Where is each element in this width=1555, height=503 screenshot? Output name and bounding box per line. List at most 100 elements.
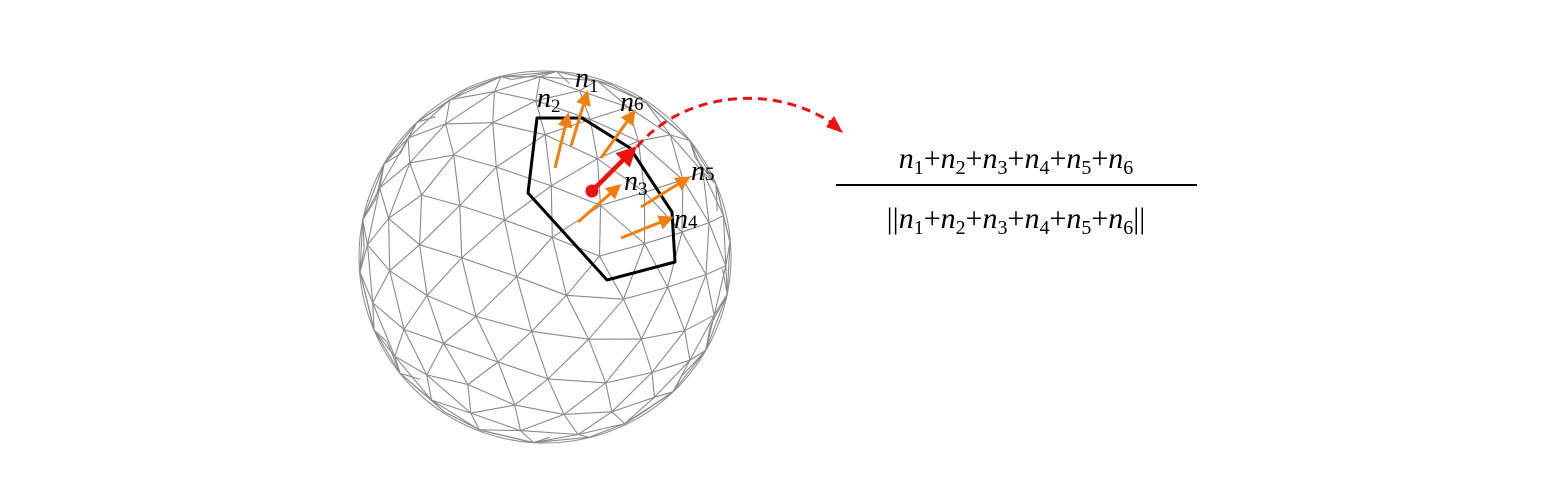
formula-denominator: ||n1​+n2​+n3​+n4​+n5​+n6​|| bbox=[887, 202, 1146, 239]
mesh-edge bbox=[563, 382, 607, 415]
mesh-edge bbox=[362, 163, 385, 221]
mesh-edge bbox=[419, 244, 462, 259]
mesh-edge bbox=[388, 162, 411, 219]
vertex-normal-arrow bbox=[590, 146, 637, 193]
mesh-edge bbox=[654, 359, 691, 398]
mesh-edge bbox=[605, 371, 653, 384]
normal-term: n bbox=[1066, 202, 1081, 235]
mesh-edge bbox=[394, 355, 428, 376]
mesh-edge bbox=[611, 372, 653, 413]
mesh-edge bbox=[494, 91, 536, 102]
mesh-edge bbox=[531, 294, 567, 332]
mesh-edge bbox=[373, 329, 388, 343]
plus-sign: + bbox=[924, 202, 941, 235]
mesh-edge bbox=[610, 83, 646, 103]
mesh-edge bbox=[409, 123, 447, 164]
mesh-edge bbox=[638, 134, 671, 142]
mesh-edge bbox=[533, 433, 579, 444]
mesh-edge bbox=[388, 218, 391, 271]
dashed-curve-arrowhead bbox=[826, 116, 843, 133]
mesh-edge bbox=[467, 383, 516, 406]
mesh-edge bbox=[497, 361, 516, 406]
mesh-edge bbox=[445, 122, 493, 125]
mesh-edge bbox=[459, 166, 497, 206]
mesh-edge bbox=[708, 222, 727, 266]
mesh-edge bbox=[389, 270, 405, 330]
mesh-edge bbox=[705, 293, 728, 351]
mesh-edge bbox=[640, 286, 669, 340]
normal-term: n bbox=[1108, 142, 1123, 175]
mesh-edge bbox=[419, 244, 428, 296]
mesh-edge bbox=[467, 361, 499, 385]
mesh-edge bbox=[641, 330, 685, 340]
mesh-edge bbox=[372, 302, 405, 330]
normal-subscript: 4 bbox=[1039, 217, 1049, 239]
mesh-edge bbox=[556, 70, 598, 82]
mesh-edge bbox=[689, 349, 707, 361]
face-normal-arrow-n2 bbox=[553, 112, 573, 169]
plus-sign: + bbox=[1091, 202, 1108, 235]
mesh-edge bbox=[544, 134, 598, 160]
mesh-edge bbox=[461, 257, 517, 278]
mesh-edge bbox=[394, 329, 405, 357]
mesh-edge bbox=[409, 162, 423, 196]
mesh-edge bbox=[514, 404, 522, 431]
mesh-edge bbox=[644, 101, 671, 136]
mesh-edge bbox=[403, 295, 428, 330]
mesh-edge bbox=[600, 205, 645, 245]
mesh-edge bbox=[605, 338, 642, 384]
mesh-edge bbox=[588, 423, 625, 438]
mesh-edge bbox=[419, 205, 461, 246]
mesh-edge bbox=[379, 163, 385, 189]
mesh-edge bbox=[596, 80, 629, 108]
mesh-edge bbox=[684, 330, 691, 361]
plus-sign: + bbox=[966, 142, 983, 175]
normal-term: n bbox=[899, 142, 914, 175]
mesh-edge bbox=[702, 172, 710, 223]
mesh-edge bbox=[667, 274, 707, 288]
mesh-edge bbox=[651, 359, 691, 374]
mesh-edge bbox=[551, 185, 601, 207]
face-normal-arrows bbox=[553, 90, 691, 240]
mesh-edge bbox=[556, 70, 570, 84]
mesh-edge bbox=[681, 222, 710, 233]
mesh-edge bbox=[516, 276, 567, 296]
mesh-edge bbox=[403, 329, 428, 376]
mesh-edge bbox=[496, 166, 552, 187]
mesh-edge bbox=[721, 269, 728, 295]
mesh-edge bbox=[715, 183, 731, 243]
mesh-edge bbox=[654, 391, 674, 398]
mesh-edge bbox=[605, 382, 613, 412]
mesh-edge bbox=[670, 134, 690, 142]
mesh-edge bbox=[535, 76, 541, 101]
mesh-edge bbox=[500, 70, 557, 78]
normal-subscript: 2 bbox=[956, 157, 966, 179]
mesh-edge bbox=[622, 298, 642, 340]
normalized-sum-formula: n1​+n2​+n3​+n4​+n5​+n6​ ||n1​+n2​+n3​+n4… bbox=[836, 142, 1197, 239]
mesh-edge bbox=[407, 123, 446, 139]
mesh-edge bbox=[453, 122, 494, 156]
mesh-edge bbox=[362, 219, 365, 249]
mesh-edge bbox=[388, 194, 422, 219]
mesh-edge bbox=[672, 359, 691, 393]
mesh-edge bbox=[535, 90, 580, 102]
mesh-edge bbox=[565, 255, 600, 296]
mesh-edge bbox=[627, 101, 646, 108]
dashed-curve-arrow bbox=[635, 96, 836, 148]
plus-sign: + bbox=[924, 142, 941, 175]
mesh-edge bbox=[493, 76, 502, 92]
mesh-edge bbox=[431, 399, 471, 414]
sphere-silhouette bbox=[358, 70, 732, 444]
mesh-edge bbox=[431, 399, 480, 431]
normal-subscript: 5 bbox=[1081, 157, 1091, 179]
mesh-edge bbox=[644, 191, 683, 233]
mesh-edge bbox=[689, 314, 715, 361]
mesh-edge bbox=[669, 134, 704, 173]
mesh-edge bbox=[705, 265, 727, 276]
mesh-edge bbox=[504, 185, 552, 221]
mesh-edge bbox=[579, 80, 598, 92]
mesh-edge bbox=[715, 183, 718, 212]
mesh-edge bbox=[372, 302, 375, 331]
normal-subscript: 1 bbox=[914, 217, 924, 239]
mesh-edge bbox=[407, 138, 411, 163]
